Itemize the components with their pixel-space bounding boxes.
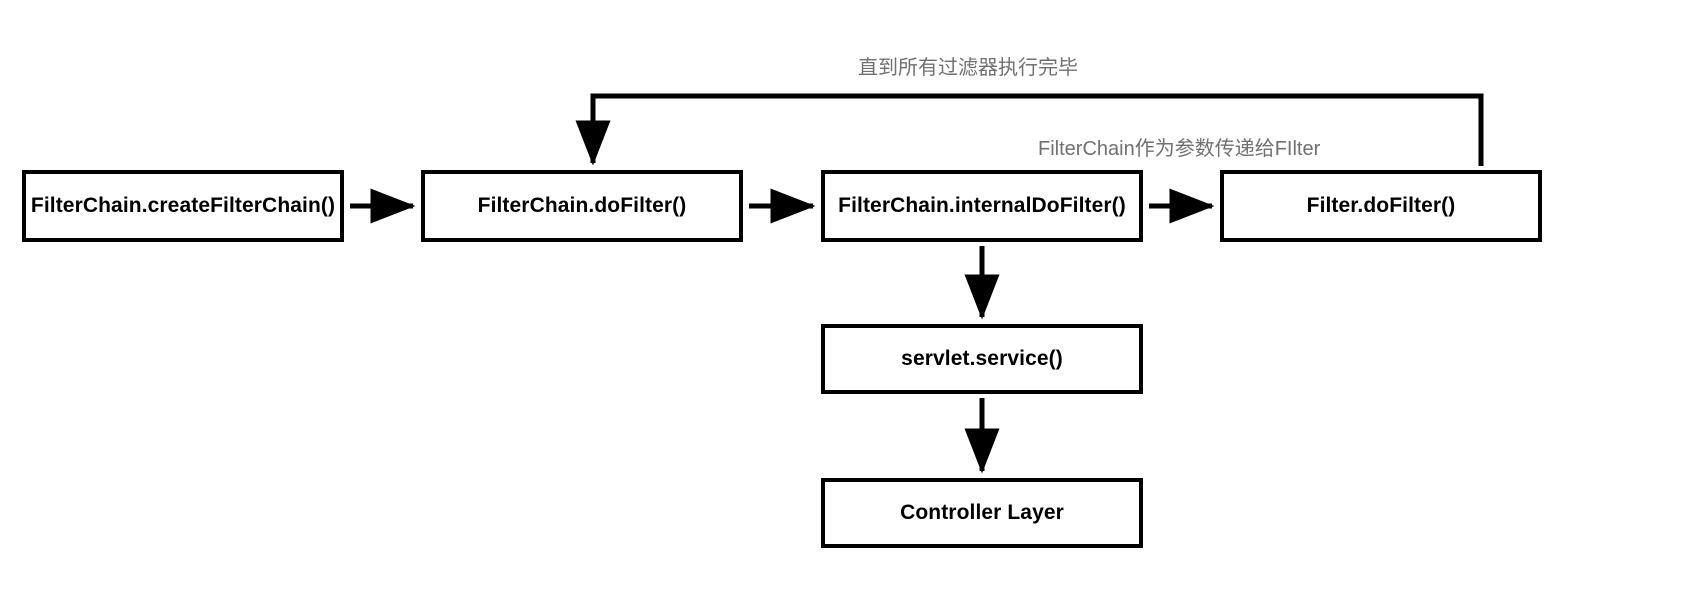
node-label: FilterChain.doFilter() — [477, 193, 687, 217]
node-servlet-service[interactable]: servlet.service() — [821, 324, 1143, 394]
annotation-loop-until-all-filters-done: 直到所有过滤器执行完毕 — [858, 57, 1078, 79]
node-filter-dofilter[interactable]: Filter.doFilter() — [1220, 170, 1542, 242]
node-label: FilterChain.internalDoFilter() — [838, 193, 1126, 217]
node-label: FilterChain.createFilterChain() — [30, 193, 336, 217]
node-controller-layer[interactable]: Controller Layer — [821, 478, 1143, 548]
node-filterchain-internaldofilter[interactable]: FilterChain.internalDoFilter() — [821, 170, 1143, 242]
annotation-filterchain-passed-as-parameter: FilterChain作为参数传递给FIlter — [1038, 138, 1321, 160]
node-filterchain-createfilterchain[interactable]: FilterChain.createFilterChain() — [22, 170, 344, 242]
node-label: Controller Layer — [900, 500, 1064, 524]
node-label: servlet.service() — [901, 346, 1063, 370]
node-label: Filter.doFilter() — [1306, 193, 1456, 217]
edge-filter-loop-back-to-dofilter — [575, 93, 1484, 166]
node-filterchain-dofilter[interactable]: FilterChain.doFilter() — [421, 170, 743, 242]
